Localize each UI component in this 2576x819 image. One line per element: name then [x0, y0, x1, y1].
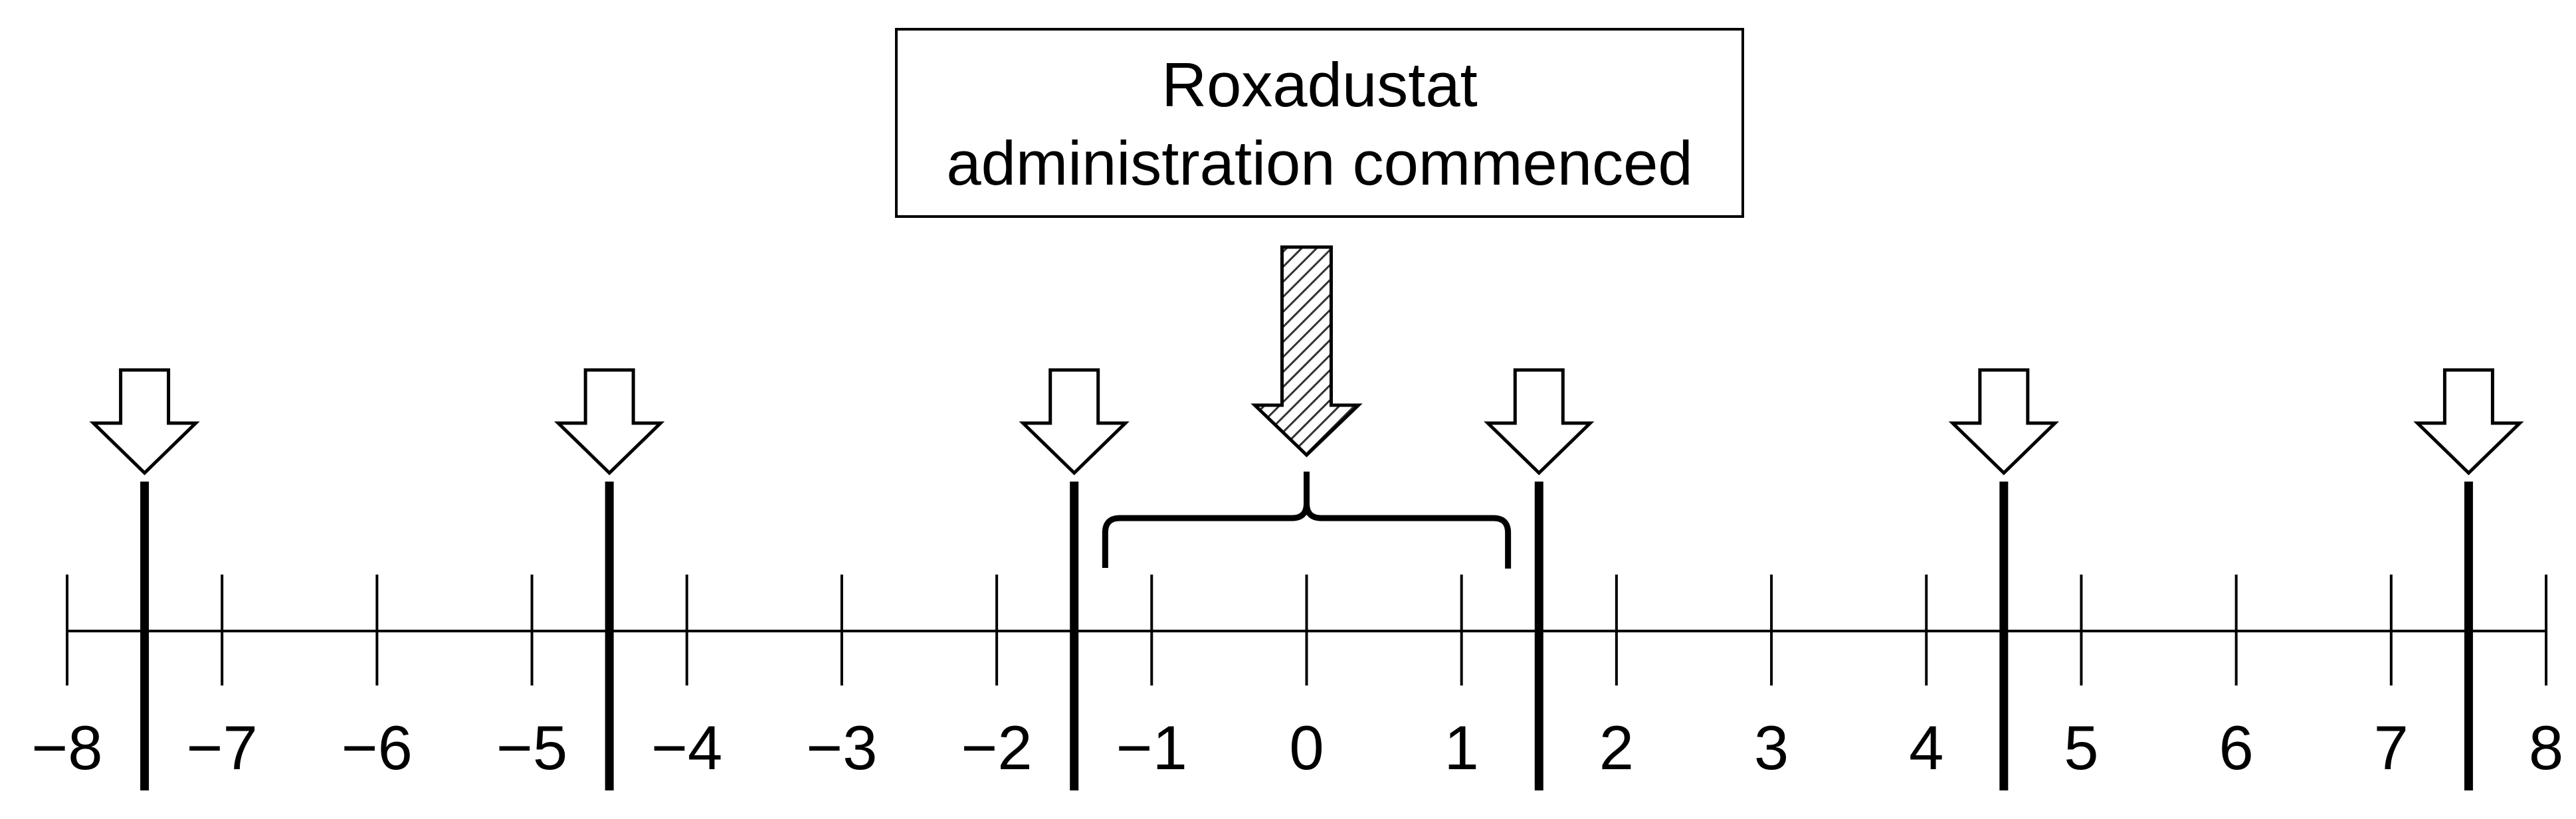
- tick-label-6: −2: [961, 713, 1033, 782]
- down-arrow-icon: [554, 368, 665, 476]
- down-arrow-icon: [89, 368, 200, 476]
- down-arrow-icon: [1948, 368, 2059, 476]
- tick-label-4: −4: [651, 713, 722, 782]
- annotation-line-2: administration commenced: [946, 128, 1692, 198]
- measurement-marker-3: [1484, 368, 1595, 790]
- tick-label-0: −8: [31, 713, 102, 782]
- measurement-marker-0: [89, 368, 200, 790]
- administration-arrow: [1250, 245, 1363, 458]
- hatched-arrow-icon: [1250, 245, 1363, 458]
- down-arrow-icon: [2413, 368, 2524, 476]
- down-arrow-icon: [1019, 368, 1130, 476]
- measurement-marker-2: [1019, 368, 1130, 790]
- tick-label-14: 6: [2219, 713, 2253, 782]
- measurement-marker-4: [1948, 368, 2059, 790]
- tick-label-3: −5: [496, 713, 567, 782]
- tick-label-8: 0: [1289, 713, 1324, 782]
- annotation-line-1: Roxadustat: [1161, 50, 1478, 120]
- down-arrow-icon: [1484, 368, 1595, 476]
- tick-label-10: 2: [1599, 713, 1634, 782]
- tick-label-7: −1: [1116, 713, 1187, 782]
- tick-label-15: 7: [2374, 713, 2409, 782]
- tick-label-5: −3: [806, 713, 877, 782]
- annotation-frame: [895, 28, 1744, 218]
- measurement-marker-1: [554, 368, 665, 790]
- measurement-marker-5: [2413, 368, 2524, 790]
- tick-label-11: 3: [1754, 713, 1789, 782]
- annotation-box: Roxadustat administration commenced: [895, 28, 1744, 218]
- tick-label-2: −6: [342, 713, 413, 782]
- tick-label-16: 8: [2529, 713, 2563, 782]
- axis-tick-labels: −8 −7 −6 −5 −4 −3 −2 −1 0 1 2 3 4 5 6 7 8: [31, 713, 2563, 782]
- tick-label-9: 1: [1444, 713, 1479, 782]
- measurement-markers: [89, 368, 2524, 790]
- dosing-bracket: [1102, 472, 1512, 569]
- tick-label-12: 4: [1909, 713, 1943, 782]
- axis-ticks: [66, 575, 2547, 685]
- tick-label-13: 5: [2064, 713, 2098, 782]
- tick-label-1: −7: [187, 713, 258, 782]
